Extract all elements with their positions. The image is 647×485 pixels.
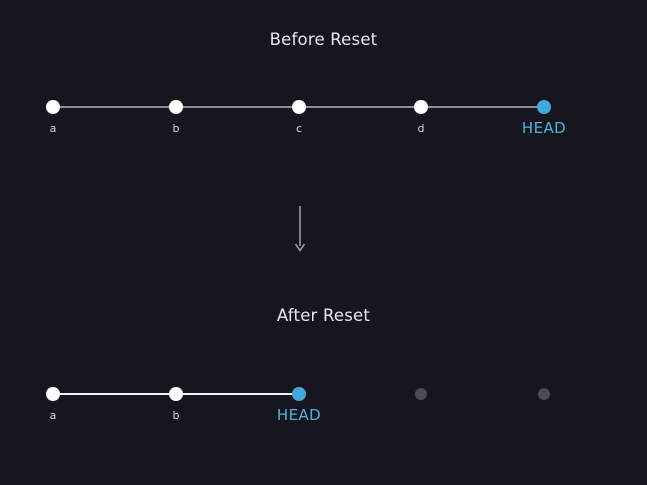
commit-label-d: d [417,122,425,135]
commit-node-b[interactable] [169,100,183,114]
commit-node-c[interactable] [292,100,306,114]
before-reset-title: Before Reset [269,30,378,49]
before-reset-commit-graph: a b c d HEAD [0,77,647,137]
head-node-before[interactable] [537,100,551,114]
head-node-after[interactable] [292,387,306,401]
after-reset-title: After Reset [276,306,371,325]
commit-label-c: c [295,122,303,135]
after-reset-commit-graph: a b HEAD [0,364,647,424]
commit-label-b: b [172,122,180,135]
orphaned-commit-node-1[interactable] [415,388,427,400]
arrow-down-icon [293,206,307,252]
orphaned-commit-node-2[interactable] [538,388,550,400]
commit-label-a-after: a [49,409,57,422]
commit-label-b-after: b [172,409,180,422]
commit-node-b-after[interactable] [169,387,183,401]
commit-node-d[interactable] [414,100,428,114]
commit-node-a-after[interactable] [46,387,60,401]
commit-node-a[interactable] [46,100,60,114]
commit-label-a: a [49,122,57,135]
head-label-after: HEAD [276,406,322,424]
head-label-before: HEAD [521,119,567,137]
